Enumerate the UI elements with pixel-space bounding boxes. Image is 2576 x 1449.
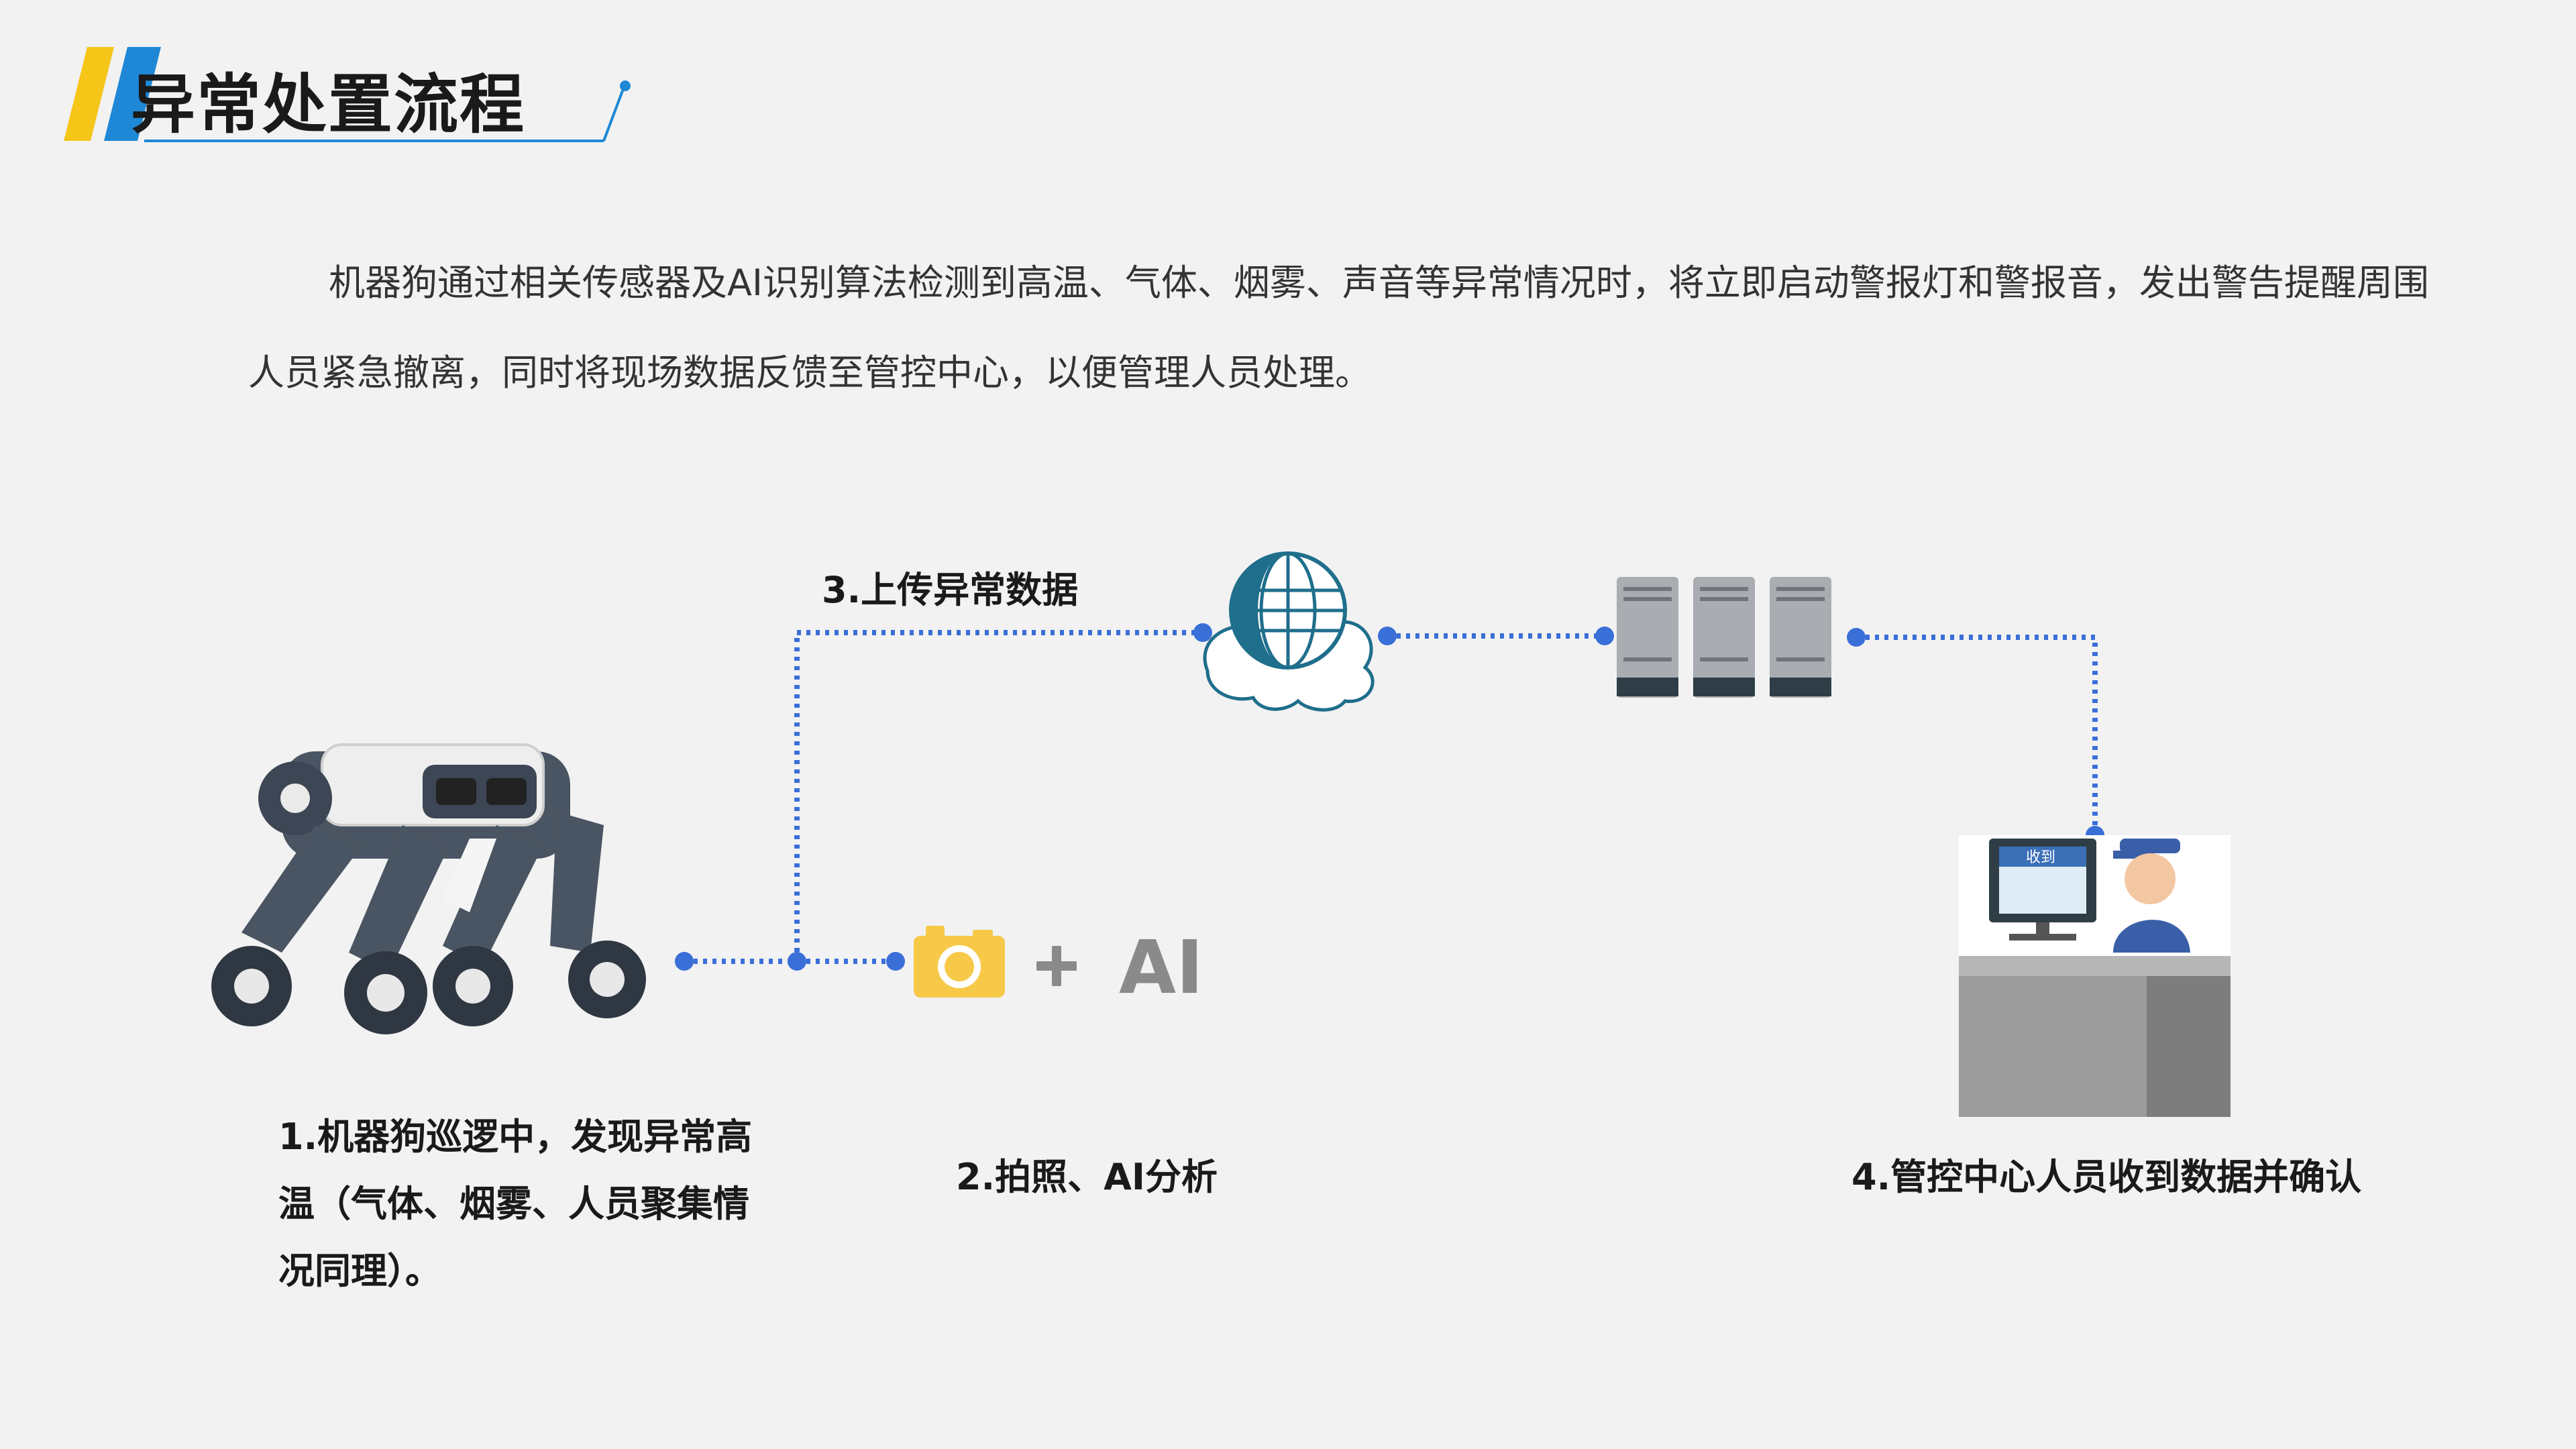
monitor-text: 收到 [2026, 849, 2055, 866]
control-center-operator-image: 收到 [1959, 835, 2231, 1117]
ai-text: AI [1119, 924, 1203, 1010]
cloud-globe-icon [1203, 551, 1375, 712]
step2-label: 2.拍照、AI分析 [956, 1156, 1218, 1198]
connector-dots [675, 623, 2104, 971]
intro-paragraph: 机器狗通过相关传感器及AI识别算法检测到高温、气体、烟雾、声音等异常情况时，将立… [248, 262, 2429, 394]
camera-icon [914, 926, 1005, 998]
robot-dog-image [211, 743, 646, 1034]
plus-icon [1036, 946, 1077, 986]
title-decoration [64, 47, 631, 142]
page-title: 异常处置流程 [131, 67, 525, 142]
connector-lines [684, 630, 2098, 964]
step1-label: 1.机器狗巡逻中，发现异常高温（气体、烟雾、人员聚集情况同理）。 [278, 1116, 753, 1292]
step4-label: 4.管控中心人员收到数据并确认 [1851, 1156, 2362, 1198]
server-icon [1617, 577, 1831, 698]
step3-label: 3.上传异常数据 [822, 569, 1079, 611]
yellow-stripe [64, 47, 114, 141]
blue-stripe [104, 47, 161, 141]
